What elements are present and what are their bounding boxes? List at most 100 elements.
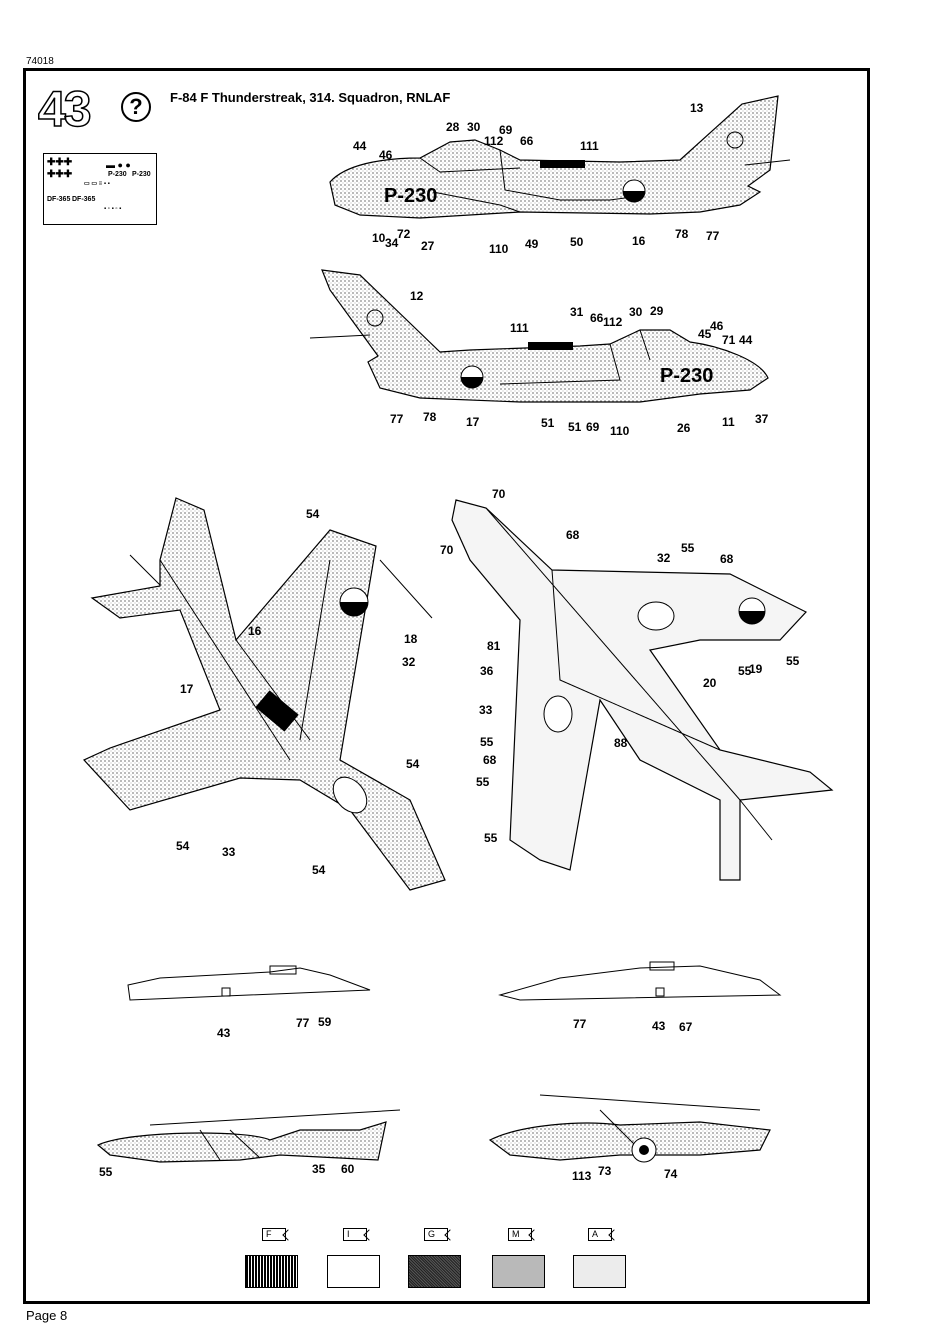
part-callout: 77 [573,1017,587,1031]
part-callout: 67 [679,1020,693,1034]
part-callout: 50 [570,235,584,249]
part-callout: 32 [657,551,671,565]
step-title: F-84 F Thunderstreak, 314. Squadron, RNL… [170,90,451,105]
part-callout: 70 [492,487,506,501]
part-callout: 33 [479,703,493,717]
part-callout: 54 [306,507,320,521]
part-callout: 54 [312,863,326,877]
part-callout: 77 [706,229,720,243]
part-callout: 45 [698,327,712,341]
detail-view-3: 55 35 60 [96,1109,401,1179]
decal-stencil-icon: ▪ ▫ ▪ ▫ ▪ [104,206,122,212]
part-callout: 29 [650,304,664,318]
part-callout: 20 [703,676,717,690]
part-callout: 30 [629,305,643,319]
part-callout: 59 [318,1015,332,1029]
page-frame [23,68,870,1304]
part-callout: 55 [681,541,695,555]
part-callout: 78 [423,410,437,424]
part-callout: 78 [675,227,689,241]
question-icon: ? [121,92,151,122]
part-callout: 68 [720,552,734,566]
part-callout: 77 [296,1016,310,1030]
paint-code-tag: F [262,1228,286,1241]
part-callout: 36 [480,664,494,678]
part-callout: 16 [632,234,646,248]
paint-code-tag: G [424,1228,448,1241]
part-callout: 55 [786,654,800,668]
part-callout: 31 [570,305,584,319]
paint-swatch [245,1255,298,1288]
part-callout: 111 [510,321,529,335]
paint-swatch [327,1255,380,1288]
part-callout: 69 [586,420,600,434]
part-callout: 37 [755,412,769,426]
part-callout: 35 [312,1162,326,1176]
paint-swatch [408,1255,461,1288]
part-callout: 33 [222,845,236,859]
part-callout: 113 [572,1169,592,1183]
part-callout: 69 [499,123,513,137]
part-callout: 10 [372,231,386,245]
serial-marking: P-230 [660,365,713,387]
part-callout: 49 [525,237,539,251]
part-callout: 28 [446,120,460,134]
part-callout: 54 [406,757,420,771]
part-callout: 51 [568,420,582,434]
part-callout: 81 [487,639,501,653]
part-callout: 46 [710,319,724,333]
part-callout: 11 [722,415,735,429]
part-callout: 111 [580,139,599,153]
paint-swatch [492,1255,545,1288]
part-callout: 13 [690,101,704,115]
roundel-icon: ▬ ● ● [106,160,131,170]
part-callout: 51 [541,416,555,430]
part-callout: 110 [489,242,509,256]
part-callout: 73 [598,1164,612,1178]
step-number: 43 [37,81,92,137]
part-callout: 72 [397,227,411,241]
part-callout: 26 [677,421,691,435]
decal-code: P-230 [132,171,151,178]
serial-marking: P-230 [384,185,437,207]
part-callout: 55 [480,735,494,749]
decal-code: P-230 [108,171,127,178]
part-callout: 30 [467,120,481,134]
part-callout: 43 [217,1026,231,1040]
part-callout: 68 [566,528,580,542]
part-callout: 77 [390,412,404,426]
decal-code: DF-365 [47,196,71,203]
part-callout: 112 [603,315,623,329]
page-number: Page 8 [26,1308,68,1323]
part-callout: 44 [739,333,753,347]
part-callout: 55 [99,1165,113,1179]
part-callout: 112 [484,134,504,148]
part-callout: 66 [520,134,534,148]
detail-view-1: 43 77 59 [127,965,371,1040]
document-code: 74018 [26,56,54,67]
decal-code: DF-365 [72,196,96,203]
paint-code-tag: M [508,1228,532,1241]
part-callout: 88 [614,736,628,750]
part-callout: 70 [440,543,454,557]
cross-icon: ✚✚✚ [47,157,73,168]
part-callout: 110 [610,424,630,438]
paint-swatch [573,1255,626,1288]
part-callout: 55 [484,831,498,845]
part-callout: 60 [341,1162,355,1176]
part-callout: 17 [180,682,194,696]
part-callout: 18 [404,632,418,646]
part-callout: 19 [749,662,763,676]
part-callout: 17 [466,415,480,429]
part-callout: 68 [483,753,497,767]
part-callout: 46 [379,148,393,162]
part-callout: 34 [385,236,399,250]
part-callout: 54 [176,839,190,853]
paint-code-tag: A [588,1228,612,1241]
part-callout: 16 [248,624,262,638]
